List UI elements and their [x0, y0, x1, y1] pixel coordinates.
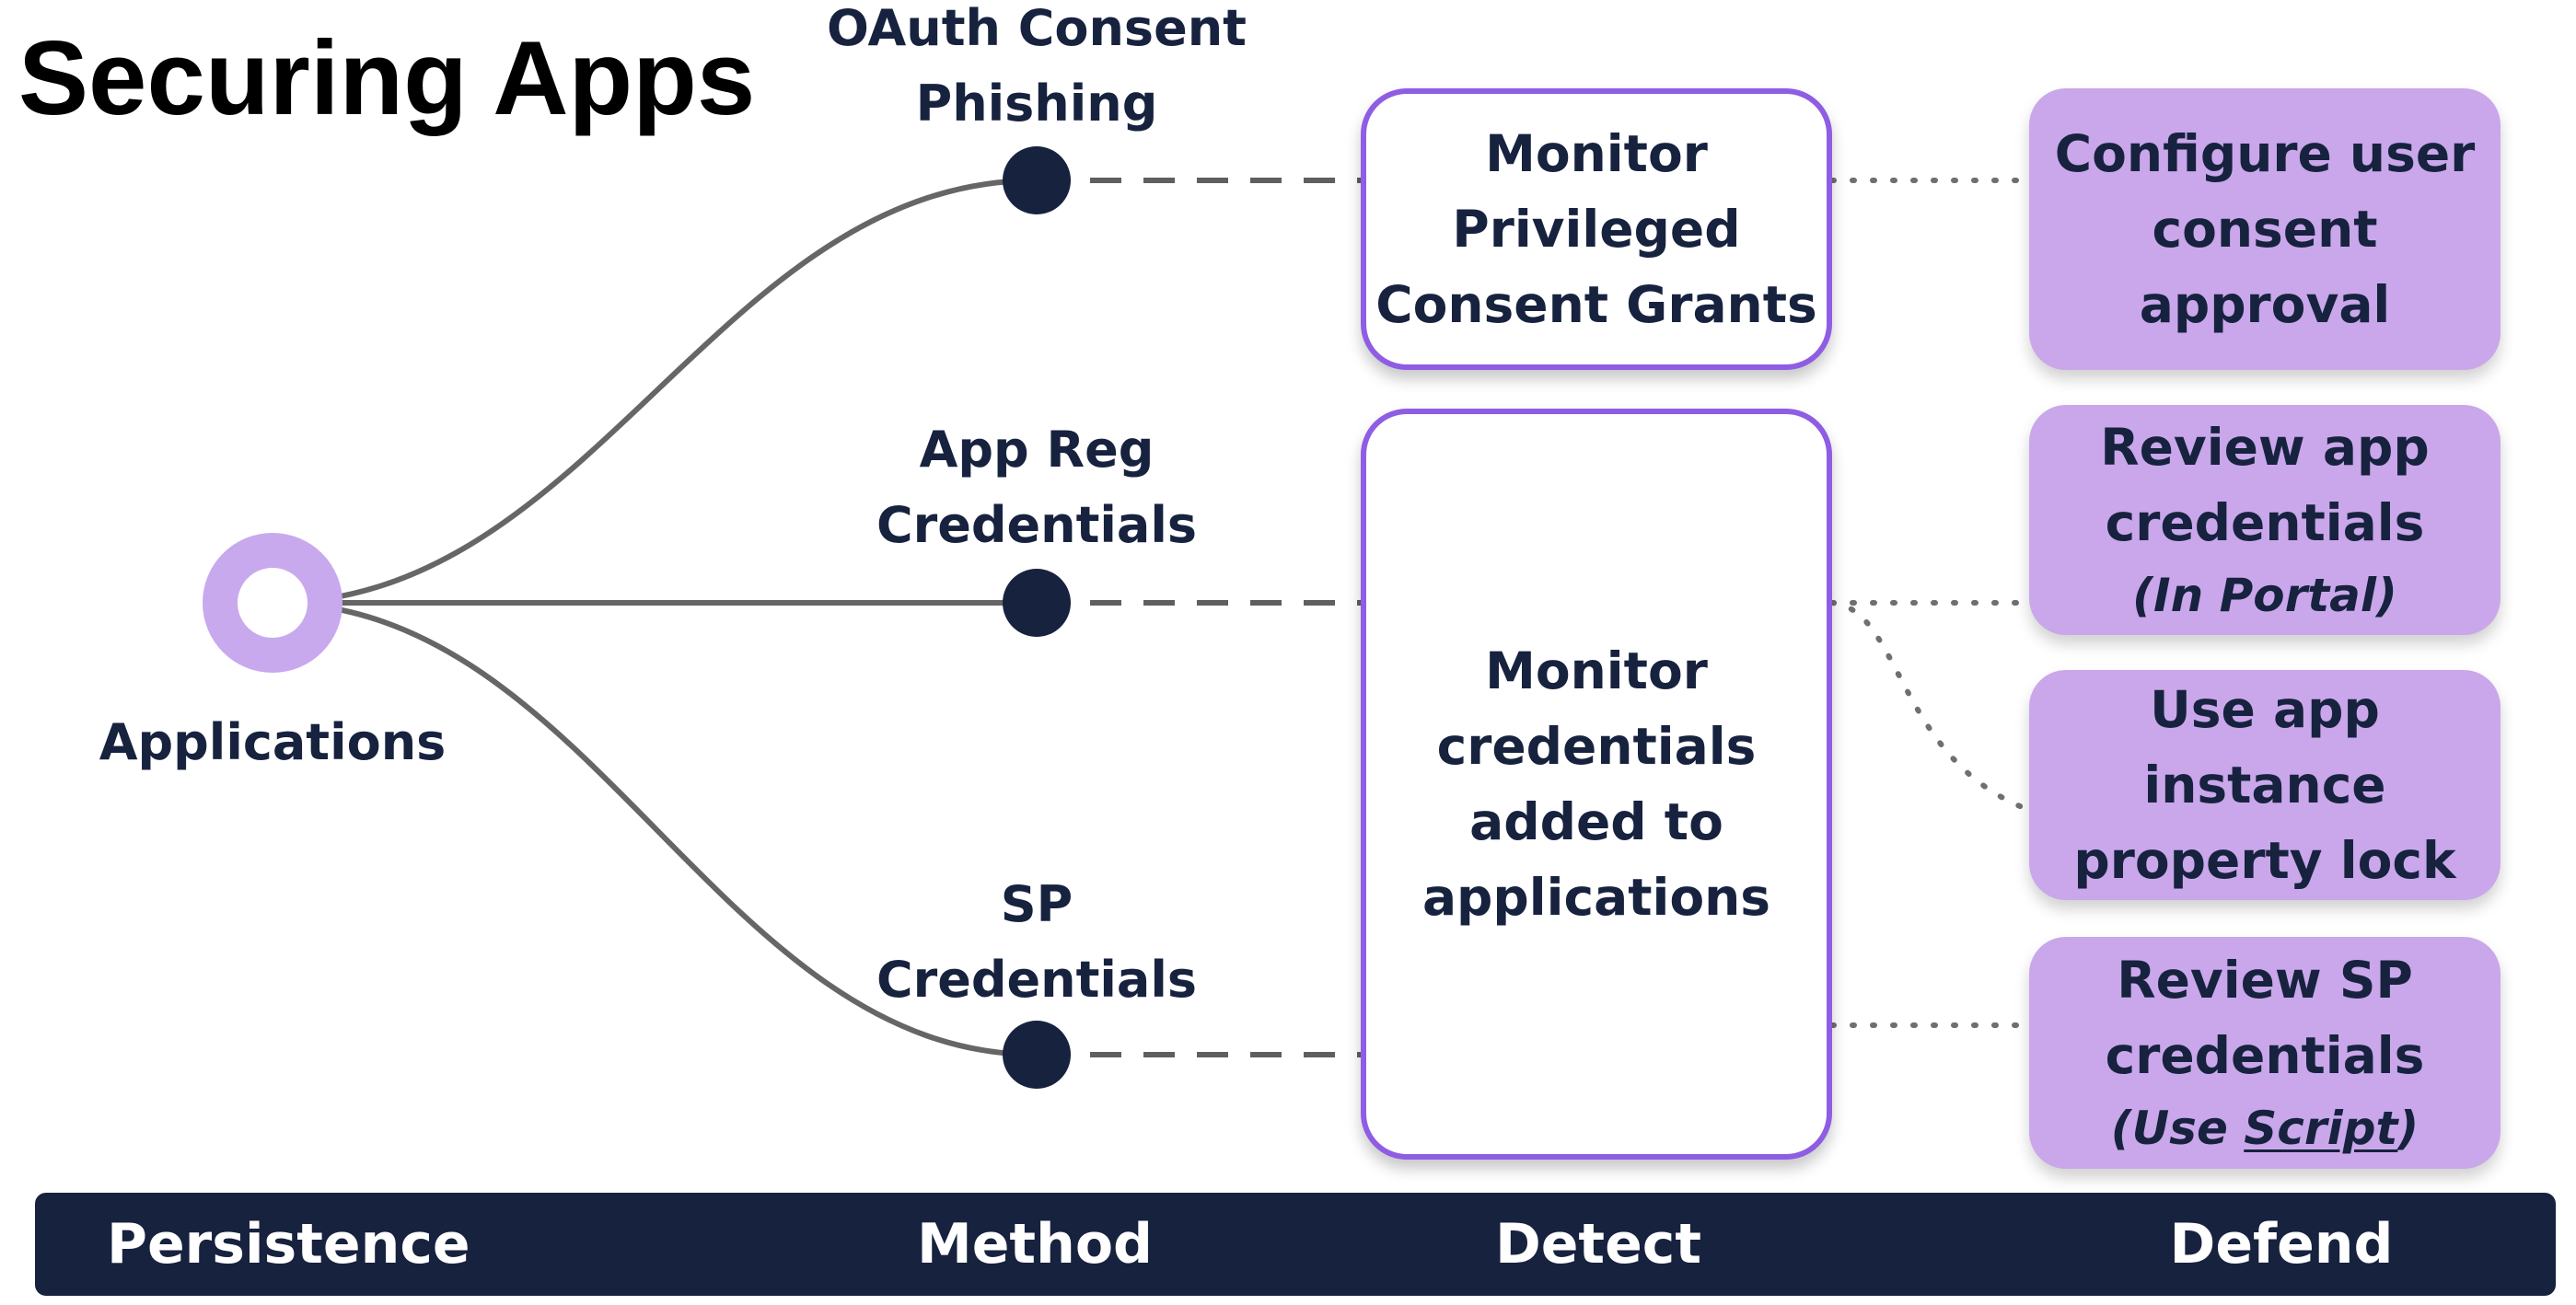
detect-box-credentials-label: Monitor credentials added to application…: [1421, 641, 1771, 927]
defend-box-user-consent: Configure user consent approval: [2029, 88, 2501, 370]
defend-box-app-credentials-note: (In Portal): [2132, 569, 2397, 622]
detect-box-consent-grants-label: Monitor Privileged Consent Grants: [1375, 124, 1817, 334]
detect-box-credentials: Monitor credentials added to application…: [1361, 409, 1832, 1160]
ring-node-icon: [203, 533, 342, 673]
method-label-sp: SP Credentials: [876, 875, 1198, 1009]
defend-box-sp-credentials-label: Review SP credentials: [2105, 951, 2425, 1085]
defend-box-user-consent-label: Configure user consent approval: [2054, 124, 2476, 334]
bottom-label-persistence: Persistence: [107, 1212, 470, 1276]
filled-circle-node-icon: [1003, 146, 1071, 214]
script-link[interactable]: Script: [2244, 1102, 2398, 1155]
defend-box-sp-credentials-note-prefix: (Use: [2110, 1102, 2245, 1155]
detect-to-defend-dotted-curve: [1829, 600, 2032, 813]
bottom-label-defend: Defend: [2169, 1212, 2394, 1276]
detect-box-consent-grants: Monitor Privileged Consent Grants: [1361, 88, 1832, 370]
branch-connector-bottom: [272, 600, 1038, 1057]
branch-connector-top: [272, 178, 1038, 606]
page-title: Securing Apps: [18, 20, 756, 137]
filled-circle-node-icon: [1003, 569, 1071, 637]
source-label: Applications: [99, 713, 447, 771]
defend-box-sp-credentials: Review SP credentials (Use Script): [2029, 937, 2501, 1169]
method-label-app-reg: App Reg Credentials: [876, 421, 1198, 554]
defend-box-property-lock: Use app instance property lock: [2029, 670, 2501, 900]
bottom-label-method: Method: [917, 1212, 1153, 1276]
bottom-label-detect: Detect: [1494, 1212, 1702, 1276]
method-label-oauth: OAuth Consent Phishing: [827, 0, 1247, 133]
bottom-bar: Persistence Method Detect Defend: [35, 1193, 2556, 1296]
defend-box-sp-credentials-note-suffix: ): [2397, 1102, 2419, 1155]
defend-box-sp-credentials-note: (Use Script): [2111, 1093, 2419, 1163]
defend-box-app-credentials-label: Review app credentials: [2100, 418, 2430, 552]
filled-circle-node-icon: [1003, 1021, 1071, 1089]
defend-box-property-lock-label: Use app instance property lock: [2073, 680, 2456, 890]
ring-node-inner-icon: [238, 568, 307, 638]
defend-box-app-credentials: Review app credentials (In Portal): [2029, 405, 2501, 635]
